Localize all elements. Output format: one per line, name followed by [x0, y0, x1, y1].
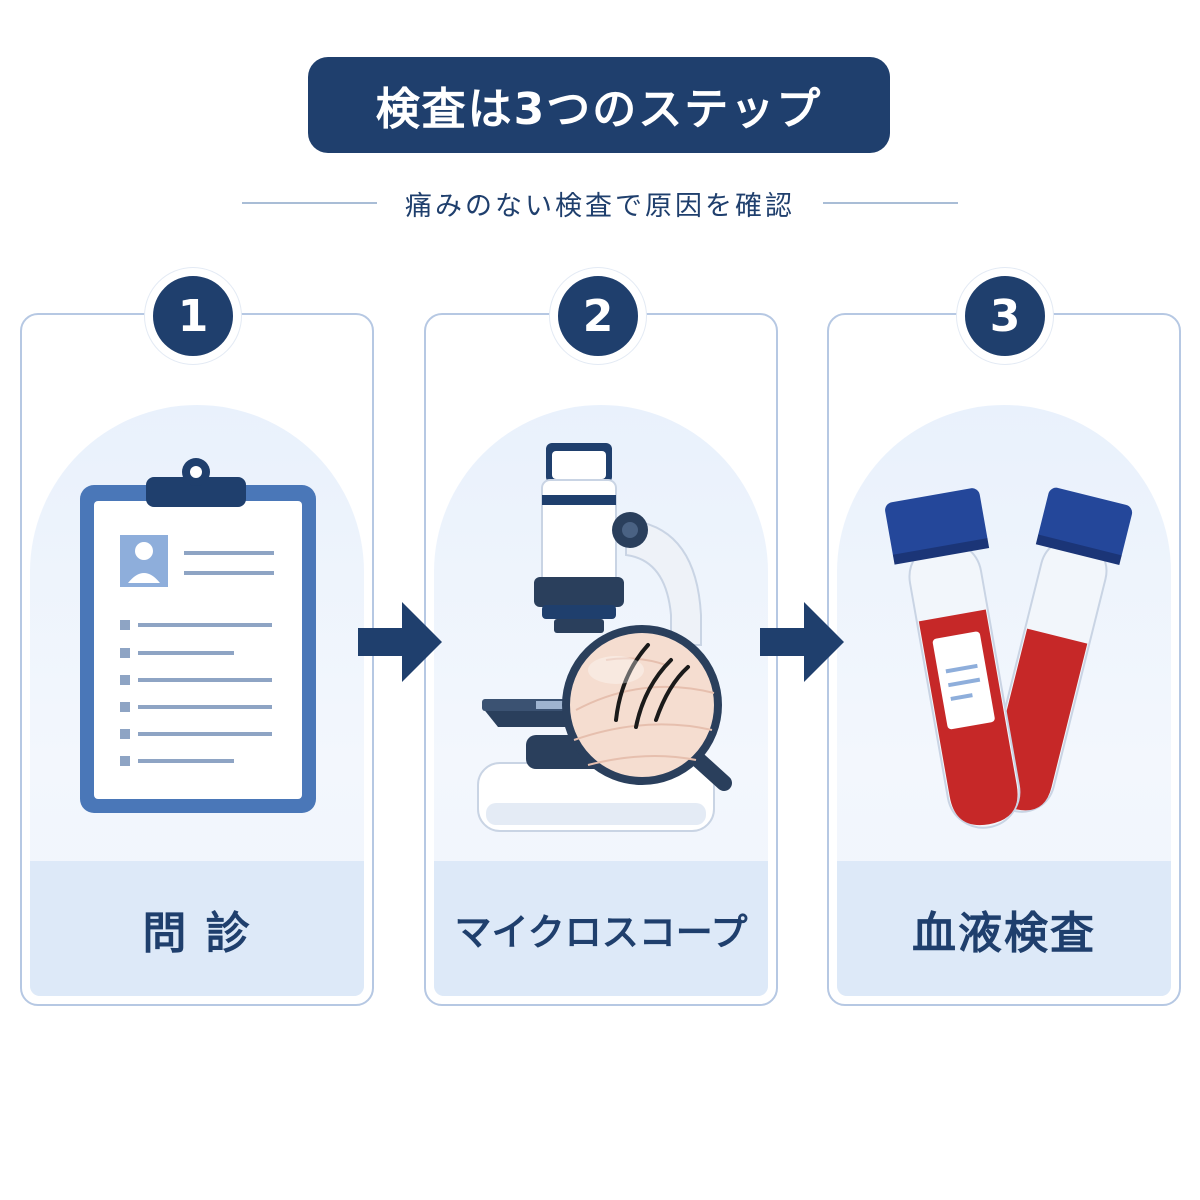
step-number-1: 1	[177, 290, 209, 342]
title-banner: 検査は3つのステップ	[308, 57, 890, 153]
step-badge-3: 3	[957, 268, 1053, 364]
page-title: 検査は3つのステップ	[375, 84, 823, 135]
card-label-band: 問 診	[30, 861, 364, 996]
blood-test-tubes-icon	[885, 487, 1133, 829]
subtitle-line-right	[823, 202, 958, 204]
microscope-icon	[477, 443, 732, 832]
step-label-3: 血液検査	[912, 907, 1096, 959]
step-number-3: 3	[989, 290, 1021, 342]
step-card-2: マイクロスコープ	[424, 313, 778, 1006]
subtitle-row: 痛みのない検査で原因を確認	[0, 178, 1200, 228]
step-number-2: 2	[582, 290, 614, 342]
step-card-3: 血液検査	[827, 313, 1181, 1006]
card-label-band: マイクロスコープ	[434, 861, 768, 996]
step-card-1: 問 診	[20, 313, 374, 1006]
subtitle-text: 痛みのない検査で原因を確認	[405, 190, 795, 222]
subtitle-line-left	[242, 202, 377, 204]
arrow-right-icon	[760, 602, 844, 682]
card-label-band: 血液検査	[837, 861, 1171, 996]
arrow-right-icon	[358, 602, 442, 682]
step-label-1: 問 診	[142, 907, 252, 959]
clipboard-icon	[80, 458, 316, 813]
step-badge-2: 2	[550, 268, 646, 364]
step-badge-1: 1	[145, 268, 241, 364]
step-label-2: マイクロスコープ	[454, 910, 748, 954]
